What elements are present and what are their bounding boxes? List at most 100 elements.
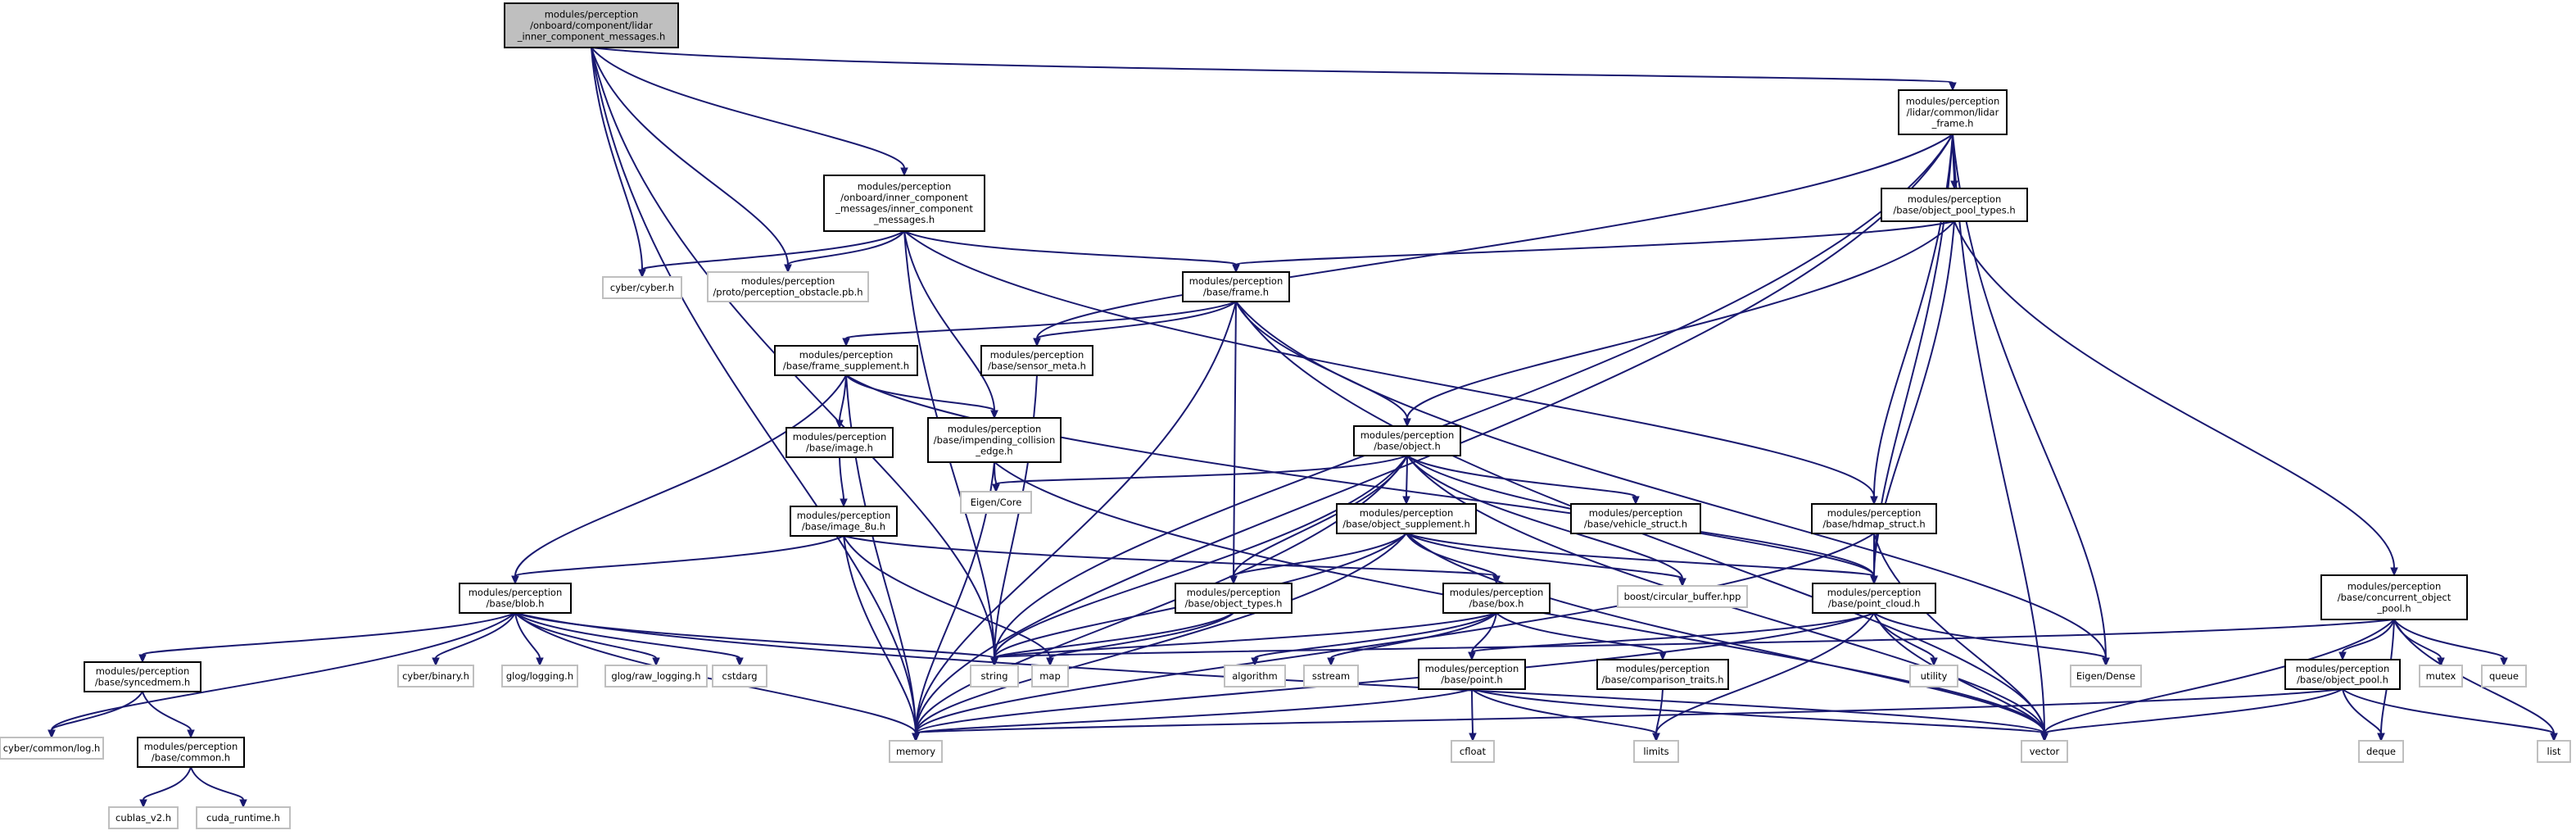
edge-blob-to-syncedmem xyxy=(138,612,516,664)
edge-concurrent-pool-to-list xyxy=(2393,619,2558,742)
node-box xyxy=(1418,659,1526,690)
edge-frame-to-object-types xyxy=(1229,301,1238,585)
node-label: _edge.h xyxy=(975,445,1012,456)
node-label: modules/perception xyxy=(1450,587,1544,598)
node-label: /base/concurrent_object xyxy=(2338,592,2452,603)
node-sstream[interactable]: sstream xyxy=(1303,665,1359,688)
node-eigen-core[interactable]: Eigen/Core xyxy=(960,491,1032,514)
node-label: cstdarg xyxy=(722,670,758,682)
edge-root-to-obstacle-pb xyxy=(591,47,792,274)
node-cstdarg[interactable]: cstdarg xyxy=(712,665,767,688)
node-label: /base/object_pool.h xyxy=(2297,674,2388,686)
node-glog[interactable]: glog/logging.h xyxy=(501,665,578,688)
node-image-8u[interactable]: modules/perception/base/image_8u.h xyxy=(790,506,898,537)
node-deque[interactable]: deque xyxy=(2358,740,2404,763)
node-common[interactable]: modules/perception/base/common.h xyxy=(137,737,245,768)
edge-box-to-algorithm xyxy=(1251,612,1497,667)
node-limits[interactable]: limits xyxy=(1633,740,1679,763)
node-frame-supplement[interactable]: modules/perception/base/frame_supplement… xyxy=(774,345,918,376)
node-utility[interactable]: utility xyxy=(1909,665,1958,688)
node-box[interactable]: modules/perception/base/box.h xyxy=(1442,583,1551,614)
node-cyber-binary[interactable]: cyber/binary.h xyxy=(397,665,474,688)
node-vector[interactable]: vector xyxy=(2021,740,2068,763)
node-label: /base/object_pool_types.h xyxy=(1893,205,2015,216)
node-glog-raw[interactable]: glog/raw_logging.h xyxy=(604,665,708,688)
node-object-pool[interactable]: modules/perception/base/object_pool.h xyxy=(2284,659,2401,690)
node-list[interactable]: list xyxy=(2537,740,2571,763)
node-image[interactable]: modules/perception/base/image.h xyxy=(785,427,894,458)
node-cfloat[interactable]: cfloat xyxy=(1451,740,1495,763)
node-label: sstream xyxy=(1312,670,1350,682)
node-mutex[interactable]: mutex xyxy=(2419,665,2463,688)
node-box xyxy=(823,175,985,232)
node-blob[interactable]: modules/perception/base/blob.h xyxy=(459,583,572,614)
node-box xyxy=(2320,574,2468,620)
node-label: modules/perception xyxy=(1589,507,1683,519)
node-vehicle-struct[interactable]: modules/perception/base/vehicle_struct.h xyxy=(1570,503,1701,534)
node-label: modules/perception xyxy=(2347,580,2442,592)
node-label: glog/raw_logging.h xyxy=(611,670,700,682)
node-eigen-dense[interactable]: Eigen/Dense xyxy=(2070,665,2142,688)
edge-frame-to-frame-supplement xyxy=(842,301,1237,347)
node-object-types[interactable]: modules/perception/base/object_types.h xyxy=(1175,583,1293,614)
node-box xyxy=(1031,665,1069,688)
node-box xyxy=(1303,665,1359,688)
node-label: Eigen/Dense xyxy=(2076,670,2135,682)
node-box xyxy=(1175,583,1293,614)
node-boost-cb[interactable]: boost/circular_buffer.hpp xyxy=(1617,585,1748,608)
node-cuda-runtime[interactable]: cuda_runtime.h xyxy=(196,806,291,829)
node-label: map xyxy=(1039,670,1061,682)
node-label: /base/object.h xyxy=(1374,441,1441,452)
node-impending[interactable]: modules/perception/base/impending_collis… xyxy=(927,417,1062,463)
node-algorithm[interactable]: algorithm xyxy=(1224,665,1286,688)
node-object-supplement[interactable]: modules/perception/base/object_supplemen… xyxy=(1336,503,1477,534)
edge-root-to-memory xyxy=(591,47,920,742)
node-object[interactable]: modules/perception/base/object.h xyxy=(1353,425,1461,456)
node-label: /base/point_cloud.h xyxy=(1828,598,1920,610)
node-point[interactable]: modules/perception/base/point.h xyxy=(1418,659,1526,690)
edge-image-8u-to-blob xyxy=(511,535,844,585)
node-label: modules/perception xyxy=(858,181,952,193)
node-box xyxy=(927,417,1062,463)
node-cyber-log[interactable]: cyber/common/log.h xyxy=(0,737,104,760)
node-concurrent-pool[interactable]: modules/perception/base/concurrent_objec… xyxy=(2320,574,2468,620)
node-object-pool-types[interactable]: modules/perception/base/object_pool_type… xyxy=(1881,188,2028,222)
node-memory[interactable]: memory xyxy=(889,740,943,763)
node-cyber[interactable]: cyber/cyber.h xyxy=(602,276,682,299)
edge-point-cloud-to-eigen-dense xyxy=(1873,612,2110,667)
edge-frame-supplement-to-impending xyxy=(845,374,998,420)
node-frame[interactable]: modules/perception/base/frame.h xyxy=(1182,271,1290,302)
node-box xyxy=(0,737,104,760)
edge-blob-to-cyber-binary xyxy=(432,612,516,667)
node-label: _messages.h xyxy=(873,214,935,225)
node-lidar-frame[interactable]: modules/perception/lidar/common/lidar_fr… xyxy=(1898,89,2008,135)
node-root[interactable]: modules/perception/onboard/component/lid… xyxy=(504,2,679,48)
node-label: modules/perception xyxy=(1827,587,1922,598)
node-syncedmem[interactable]: modules/perception/base/syncedmem.h xyxy=(84,661,201,692)
node-map[interactable]: map xyxy=(1031,665,1069,688)
node-comparison[interactable]: modules/perception/base/comparison_trait… xyxy=(1596,659,1729,690)
node-sensor-meta[interactable]: modules/perception/base/sensor_meta.h xyxy=(980,345,1093,376)
edge-concurrent-pool-to-object-pool xyxy=(2338,619,2395,661)
node-label: cfloat xyxy=(1460,746,1487,757)
node-box xyxy=(459,583,572,614)
node-inner-msgs[interactable]: modules/perception/onboard/inner_compone… xyxy=(823,175,985,232)
node-queue[interactable]: queue xyxy=(2481,665,2527,688)
node-label: /base/image_8u.h xyxy=(802,521,885,533)
node-box xyxy=(2358,740,2404,763)
edge-blob-to-glog xyxy=(514,612,544,667)
node-label: /base/frame.h xyxy=(1203,287,1269,298)
node-box xyxy=(2419,665,2463,688)
node-label: modules/perception xyxy=(990,349,1084,361)
node-hdmap-struct[interactable]: modules/perception/base/hdmap_struct.h xyxy=(1811,503,1937,534)
node-box xyxy=(137,737,245,768)
node-box xyxy=(1811,503,1937,534)
node-box xyxy=(1182,271,1290,302)
node-cublas[interactable]: cublas_v2.h xyxy=(108,806,179,829)
node-point-cloud[interactable]: modules/perception/base/point_cloud.h xyxy=(1812,583,1936,614)
node-obstacle-pb[interactable]: modules/perception/proto/perception_obst… xyxy=(707,271,869,302)
edge-point-to-limits xyxy=(1471,688,1660,742)
node-string[interactable]: string xyxy=(970,665,1019,688)
